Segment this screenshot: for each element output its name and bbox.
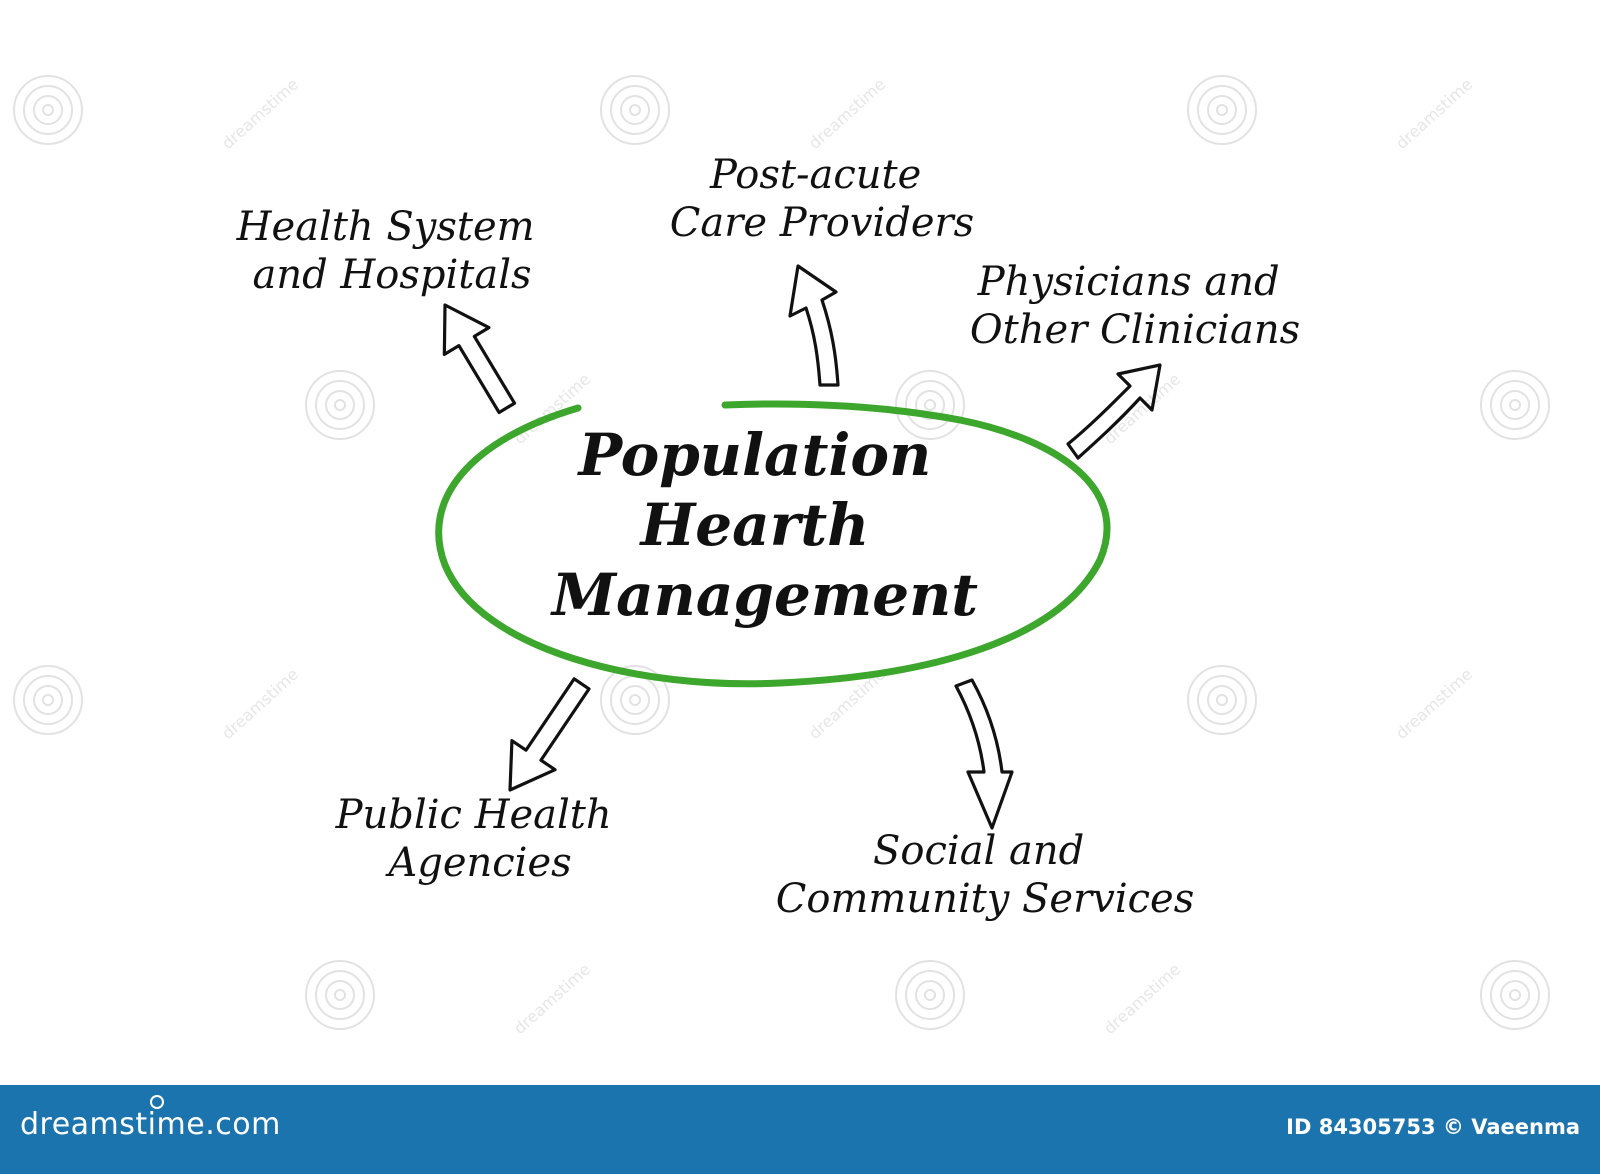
watermark-swirl-icon xyxy=(1480,960,1550,1030)
watermark-text: dreamstime xyxy=(805,75,889,153)
watermark-swirl-icon xyxy=(305,370,375,440)
arrow-social-community xyxy=(954,678,1014,830)
watermark-swirl-icon xyxy=(1187,665,1257,735)
watermark-text: dreamstime xyxy=(218,75,302,153)
arrow-public-health xyxy=(508,677,591,792)
node-post-acute: Post-acute Care Providers xyxy=(670,152,974,246)
logo-text: dreamstime.com xyxy=(20,1107,281,1142)
node-post-acute-line-1: Post-acute xyxy=(709,152,921,198)
center-ellipse xyxy=(435,400,1111,688)
watermark-swirl-icon xyxy=(305,960,375,1030)
arrow-physicians xyxy=(1066,363,1162,460)
watermark-swirl-icon xyxy=(13,665,83,735)
node-social-community: Social and Community Services xyxy=(776,828,1194,922)
node-physicians-line-2: Other Clinicians xyxy=(970,307,1300,353)
watermark-swirl-icon xyxy=(895,960,965,1030)
watermark-swirl-icon xyxy=(13,75,83,145)
center-line-2: Hearth xyxy=(638,491,869,559)
center-title: Population Hearth Management xyxy=(550,421,978,629)
watermark-swirl-icon xyxy=(600,75,670,145)
node-health-system: Health System and Hospitals xyxy=(236,204,548,298)
node-social-community-line-1: Social and xyxy=(873,828,1084,874)
watermark-swirl-icon xyxy=(1480,370,1550,440)
watermark-text: dreamstime xyxy=(1100,960,1184,1038)
node-social-community-line-2: Community Services xyxy=(776,876,1194,922)
watermark-text: dreamstime xyxy=(1392,75,1476,153)
arrow-health-system xyxy=(442,303,517,415)
node-health-system-line-1: Health System xyxy=(236,204,535,250)
logo-swirl-icon xyxy=(150,1095,164,1109)
footer-bar: dreamstime.com ID 84305753 © Vaeenma xyxy=(0,1085,1600,1174)
center-line-1: Population xyxy=(577,421,932,489)
watermark-swirl-icon xyxy=(895,370,965,440)
watermark-text: dreamstime xyxy=(218,665,302,743)
watermark-text: dreamstime xyxy=(1392,665,1476,743)
image-id-credit: ID 84305753 © Vaeenma xyxy=(1286,1115,1580,1139)
node-public-health: Public Health Agencies xyxy=(335,792,625,886)
center-line-3: Management xyxy=(550,561,978,629)
node-physicians-line-1: Physicians and xyxy=(977,259,1280,305)
node-health-system-line-2: and Hospitals xyxy=(252,252,531,298)
arrow-post-acute xyxy=(788,264,840,387)
watermark-text: dreamstime xyxy=(1100,370,1184,448)
node-public-health-line-1: Public Health xyxy=(335,792,612,838)
dreamstime-logo[interactable]: dreamstime.com xyxy=(20,1095,281,1142)
watermark-swirl-icon xyxy=(1187,75,1257,145)
node-post-acute-line-2: Care Providers xyxy=(670,200,974,246)
node-public-health-line-2: Agencies xyxy=(384,840,571,886)
watermark-text: dreamstime xyxy=(510,960,594,1038)
diagram-canvas: dreamstime dreamstime dreamstime dreamstime… xyxy=(13,75,1550,1038)
node-physicians: Physicians and Other Clinicians xyxy=(970,259,1300,353)
